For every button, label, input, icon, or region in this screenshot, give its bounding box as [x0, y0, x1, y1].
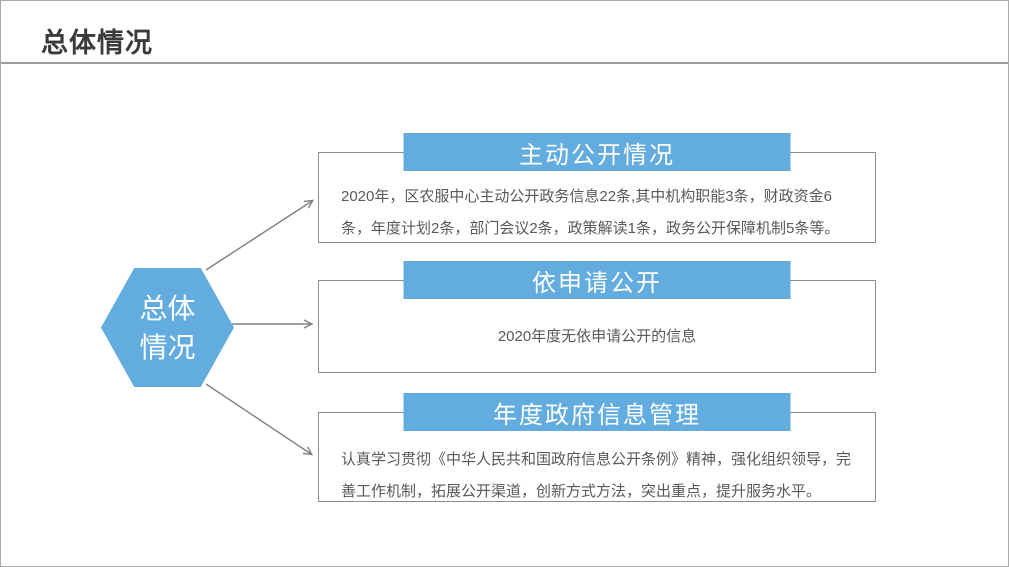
arrow-line-top — [205, 199, 315, 271]
section-body-text: 2020年，区农服中心主动公开政务信息22条,其中机构职能3条，财政资金6条，年… — [341, 188, 840, 237]
page-title: 总体情况 — [41, 28, 153, 58]
section-header-label: 主动公开情况 — [519, 141, 675, 169]
section-header-bar: 年度政府信息管理 — [403, 393, 791, 431]
section-box-active-disclosure: 主动公开情况 2020年，区农服中心主动公开政务信息22条,其中机构职能3条，财… — [318, 133, 876, 243]
section-header-label: 年度政府信息管理 — [493, 401, 701, 429]
section-header-label: 依申请公开 — [532, 269, 662, 297]
section-header-bar: 依申请公开 — [403, 261, 791, 299]
title-divider — [1, 62, 1008, 64]
hexagon-shape: 总体 情况 — [101, 268, 234, 387]
hexagon-label-line2: 情况 — [139, 331, 196, 363]
arrow-line-bottom — [205, 383, 314, 456]
section-body-text: 2020年度无依申请公开的信息 — [497, 328, 697, 345]
section-box-annual-management: 年度政府信息管理 认真学习贯彻《中华人民共和国政府信息公开条例》精神，强化组织领… — [318, 393, 876, 502]
section-header-bar: 主动公开情况 — [403, 133, 791, 171]
hexagon-label-line1: 总体 — [139, 292, 196, 324]
section-body-text: 认真学习贯彻《中华人民共和国政府信息公开条例》精神，强化组织领导，完善工作机制，… — [341, 451, 852, 500]
section-box-upon-request: 依申请公开 2020年度无依申请公开的信息 — [318, 261, 876, 373]
